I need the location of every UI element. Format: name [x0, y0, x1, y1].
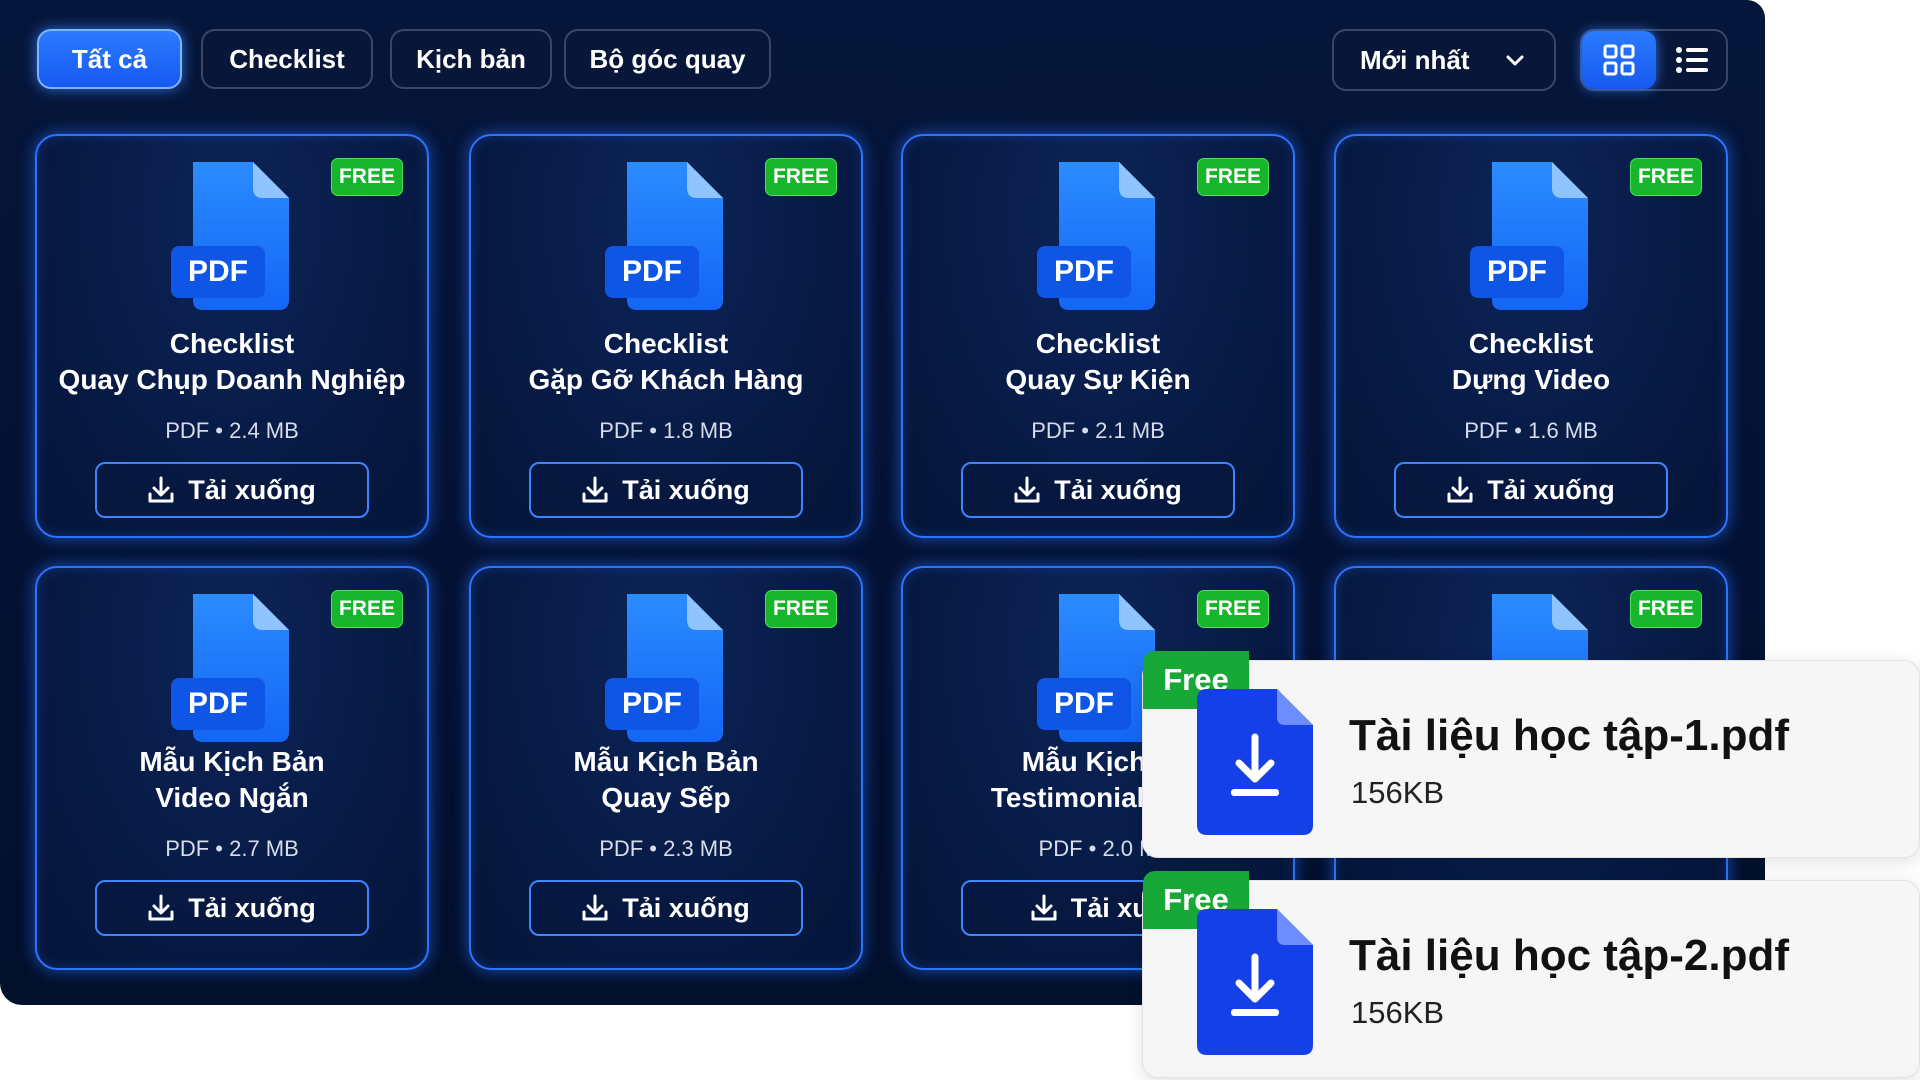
filter-tab-all[interactable]: Tất cả — [37, 29, 182, 89]
download-label: Tải xuống — [188, 892, 316, 923]
download-label: Tải xuống — [1054, 474, 1182, 505]
download-button[interactable]: Tải xuống — [95, 462, 369, 518]
pdf-file-icon — [171, 594, 289, 742]
file-meta: PDF • 1.6 MB — [1464, 418, 1598, 443]
card-title-line2: Gặp Gỡ Khách Hàng — [528, 364, 804, 395]
pdf-label: PDF — [1487, 255, 1547, 288]
file-meta: PDF • 2.1 MB — [1031, 418, 1165, 443]
pdf-file-icon — [1470, 162, 1588, 310]
pdf-label: PDF — [622, 255, 682, 288]
pdf-label: PDF — [1054, 255, 1114, 288]
download-icon — [1447, 476, 1473, 503]
filter-tab-script[interactable]: Kịch bản — [390, 29, 552, 89]
card-title-line1: Mẫu Kịch Bản — [573, 746, 759, 777]
download-button[interactable]: Tải xuống — [529, 880, 803, 936]
pdf-label: PDF — [188, 255, 248, 288]
resource-library-panel: Tất cả Checklist Kịch bản Bộ góc quay Mớ… — [0, 0, 1765, 1005]
file-name: Tài liệu học tập-2.pdf — [1349, 931, 1790, 980]
filter-tab-checklist[interactable]: Checklist — [201, 29, 373, 89]
resource-card[interactable]: FREE PDF Checklist Gặp Gỡ Khách Hàng PDF… — [469, 134, 863, 538]
file-meta: PDF • 2.4 MB — [165, 418, 299, 443]
grid-icon — [1603, 44, 1635, 76]
file-card[interactable]: Free Tài liệu học tập-1.pdf 156KB — [1142, 651, 1920, 858]
pdf-file-icon — [1037, 162, 1155, 310]
free-badge: FREE — [1630, 590, 1702, 628]
free-badge: FREE — [331, 158, 403, 196]
card-title: Checklist Quay Chụp Doanh Nghiệp — [37, 326, 427, 398]
resource-card[interactable]: FREE PDF Checklist Dựng Video PDF • 1.6 … — [1334, 134, 1728, 538]
view-toggle — [1580, 29, 1728, 91]
pdf-file-icon — [171, 162, 289, 310]
card-title-line2: Dựng Video — [1451, 364, 1611, 395]
download-file-icon — [1197, 689, 1313, 835]
filter-tab-camera-angles[interactable]: Bộ góc quay — [564, 29, 771, 89]
card-title-line2: Quay Chụp Doanh Nghiệp — [58, 364, 406, 395]
card-title-line2: Quay Sự Kiện — [1005, 364, 1191, 395]
download-button[interactable]: Tải xuống — [1394, 462, 1668, 518]
download-icon — [582, 476, 608, 503]
resource-card[interactable]: FREE PDF Checklist Quay Chụp Doanh Nghiệ… — [35, 134, 429, 538]
file-size: 156KB — [1351, 775, 1445, 810]
list-icon — [1676, 47, 1708, 73]
card-title-line1: Mẫu Kịch Bản — [139, 746, 325, 777]
download-button[interactable]: Tải xuống — [529, 462, 803, 518]
free-badge: FREE — [765, 158, 837, 196]
download-label: Tải xuống — [622, 892, 750, 923]
free-badge: FREE — [765, 590, 837, 628]
pdf-file-icon — [1037, 594, 1155, 742]
card-title: Checklist Dựng Video — [1336, 326, 1726, 398]
download-label: Tải xuống — [188, 474, 316, 505]
download-button[interactable]: Tải xuống — [95, 880, 369, 936]
chevron-down-icon — [1506, 55, 1524, 66]
card-title-line1: Checklist — [169, 328, 295, 359]
resource-card[interactable]: FREE PDF Mẫu Kịch Bản Quay Sếp PDF • 2.3… — [469, 566, 863, 970]
card-title: Checklist Gặp Gỡ Khách Hàng — [471, 326, 861, 398]
free-badge: FREE — [1197, 158, 1269, 196]
card-title-line2: Quay Sếp — [601, 782, 731, 813]
download-icon — [1014, 476, 1040, 503]
card-title: Mẫu Kịch Bản Video Ngắn — [37, 744, 427, 816]
download-label: Tải xuống — [622, 474, 750, 505]
file-size: 156KB — [1351, 995, 1445, 1030]
resource-card[interactable]: FREE PDF Mẫu Kịch Bản Video Ngắn PDF • 2… — [35, 566, 429, 970]
card-title: Checklist Quay Sự Kiện — [903, 326, 1293, 398]
download-button[interactable]: Tải xuống — [961, 462, 1235, 518]
card-title-line1: Checklist — [1035, 328, 1161, 359]
download-icon — [148, 476, 174, 503]
grid-view-button[interactable] — [1582, 31, 1656, 89]
download-icon — [1031, 894, 1057, 921]
pdf-file-icon — [605, 162, 723, 310]
download-icon — [148, 894, 174, 921]
list-view-button[interactable] — [1658, 31, 1726, 89]
pdf-label: PDF — [622, 687, 682, 720]
card-title-line2: Video Ngắn — [155, 782, 309, 813]
download-file-icon — [1197, 909, 1313, 1055]
file-card[interactable]: Free Tài liệu học tập-2.pdf 156KB — [1142, 871, 1920, 1078]
download-icon — [582, 894, 608, 921]
file-meta: PDF • 1.8 MB — [599, 418, 733, 443]
card-title-line1: Checklist — [603, 328, 729, 359]
free-badge: FREE — [331, 590, 403, 628]
sort-dropdown[interactable]: Mới nhất — [1332, 29, 1556, 91]
free-badge: FREE — [1630, 158, 1702, 196]
card-title-line1: Checklist — [1468, 328, 1594, 359]
sort-label: Mới nhất — [1360, 44, 1470, 75]
pdf-label: PDF — [188, 687, 248, 720]
free-badge: FREE — [1197, 590, 1269, 628]
download-label: Tải xuống — [1487, 474, 1615, 505]
file-meta: PDF • 2.0 M — [1038, 836, 1158, 861]
file-meta: PDF • 2.3 MB — [599, 836, 733, 861]
file-name: Tài liệu học tập-1.pdf — [1349, 711, 1790, 760]
pdf-label: PDF — [1054, 687, 1114, 720]
card-title: Mẫu Kịch Bản Quay Sếp — [471, 744, 861, 816]
file-meta: PDF • 2.7 MB — [165, 836, 299, 861]
pdf-file-icon — [605, 594, 723, 742]
resource-card[interactable]: FREE PDF Checklist Quay Sự Kiện PDF • 2.… — [901, 134, 1295, 538]
